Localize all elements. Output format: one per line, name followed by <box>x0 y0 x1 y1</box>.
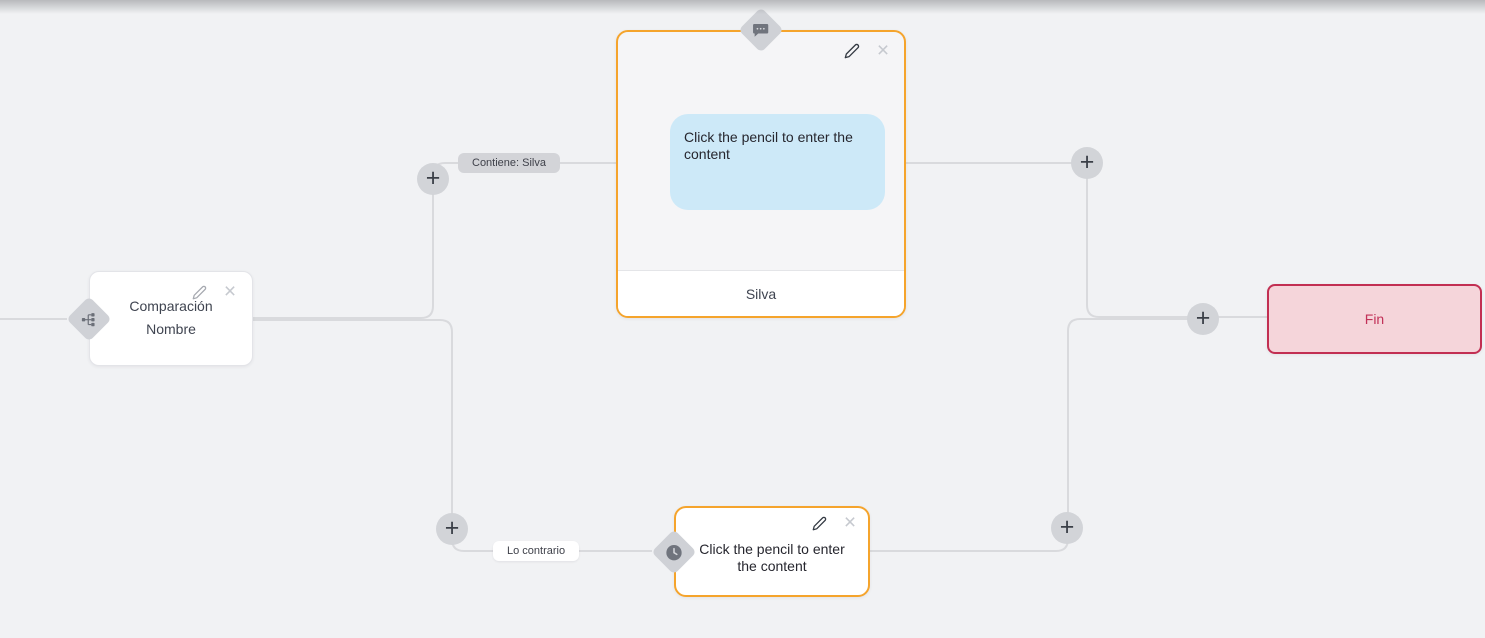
edit-message-button[interactable] <box>843 42 861 60</box>
add-node-button-bottom-right[interactable]: + <box>1051 512 1083 544</box>
delete-condition-button[interactable]: × <box>221 281 239 302</box>
add-node-button-before-end[interactable]: + <box>1187 303 1219 335</box>
condition-title: Comparación <box>129 298 213 314</box>
edge-condition-true <box>253 162 616 319</box>
delete-message-button[interactable]: × <box>874 40 892 61</box>
add-node-button-bottom-left[interactable]: + <box>436 513 468 545</box>
edge-condition-false <box>253 319 652 552</box>
end-node[interactable]: Fin <box>1267 284 1482 354</box>
end-node-label: Fin <box>1364 311 1385 327</box>
pencil-icon <box>192 285 206 299</box>
edge-wait-to-end <box>868 318 1203 552</box>
message-bubble: Click the pencil to enter the content <box>670 114 885 210</box>
pencil-icon <box>812 516 826 530</box>
delete-wait-button[interactable]: × <box>841 512 859 533</box>
message-footer: Silva <box>618 270 904 316</box>
sitemap-icon <box>81 312 97 327</box>
add-node-button-top-right[interactable]: + <box>1071 147 1103 179</box>
clock-icon <box>666 544 683 561</box>
wait-node[interactable]: × Click the pencil to enter the content <box>651 506 870 597</box>
pencil-icon <box>844 43 860 59</box>
add-node-button-top-left[interactable]: + <box>417 163 449 195</box>
edge-label-condition-false[interactable]: Lo contrario <box>493 541 580 561</box>
chat-bubble-icon <box>753 23 769 38</box>
condition-subtitle: Nombre <box>146 321 196 337</box>
wait-diamond-badge <box>651 529 697 575</box>
edge-label-condition-true[interactable]: Contiene: Silva <box>458 153 560 173</box>
condition-node[interactable]: × Comparación Nombre <box>66 271 253 366</box>
condition-diamond-badge <box>66 296 112 342</box>
message-diamond-badge <box>738 7 784 53</box>
edit-condition-button[interactable] <box>190 283 208 301</box>
edge-message-to-end <box>906 162 1267 318</box>
edit-wait-button[interactable] <box>810 514 828 532</box>
message-node[interactable]: × Click the pencil to enter the content … <box>616 7 906 318</box>
wait-node-text: Click the pencil to enter the content <box>699 541 845 574</box>
